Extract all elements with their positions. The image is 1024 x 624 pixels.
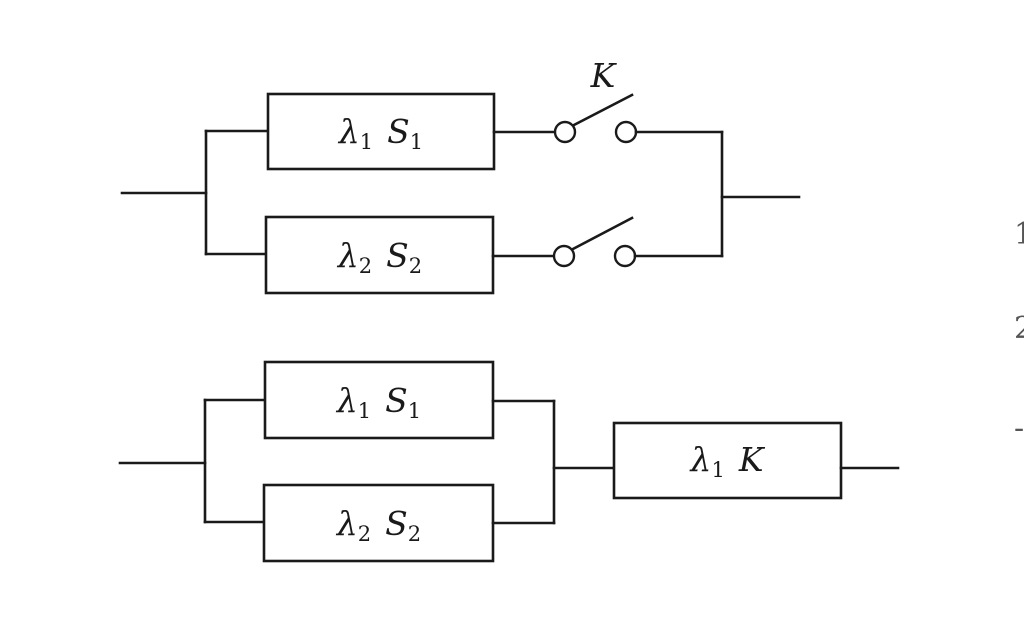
cropped-edge-marks: 1 2 - [1014, 217, 1024, 446]
bottom-block-k [612, 421, 843, 500]
edge-mark-3: - [1014, 411, 1024, 446]
top-switch2-contact-right [613, 244, 637, 268]
edge-mark-1: 1 [1014, 217, 1024, 252]
bottom-block-s2 [262, 483, 495, 563]
switch-k-label: K [590, 56, 618, 95]
top-switch1-blade [570, 93, 634, 128]
edge-mark-2: 2 [1014, 311, 1024, 346]
top-switch1-contact-right [614, 120, 638, 144]
top-switch2-contact-left [552, 244, 576, 268]
top-switch2-blade [569, 216, 634, 252]
bottom-block-s1 [263, 360, 495, 440]
top-switch1-contact-left [553, 120, 577, 144]
top-block-s2 [264, 215, 495, 295]
top-block-s1 [266, 92, 496, 171]
